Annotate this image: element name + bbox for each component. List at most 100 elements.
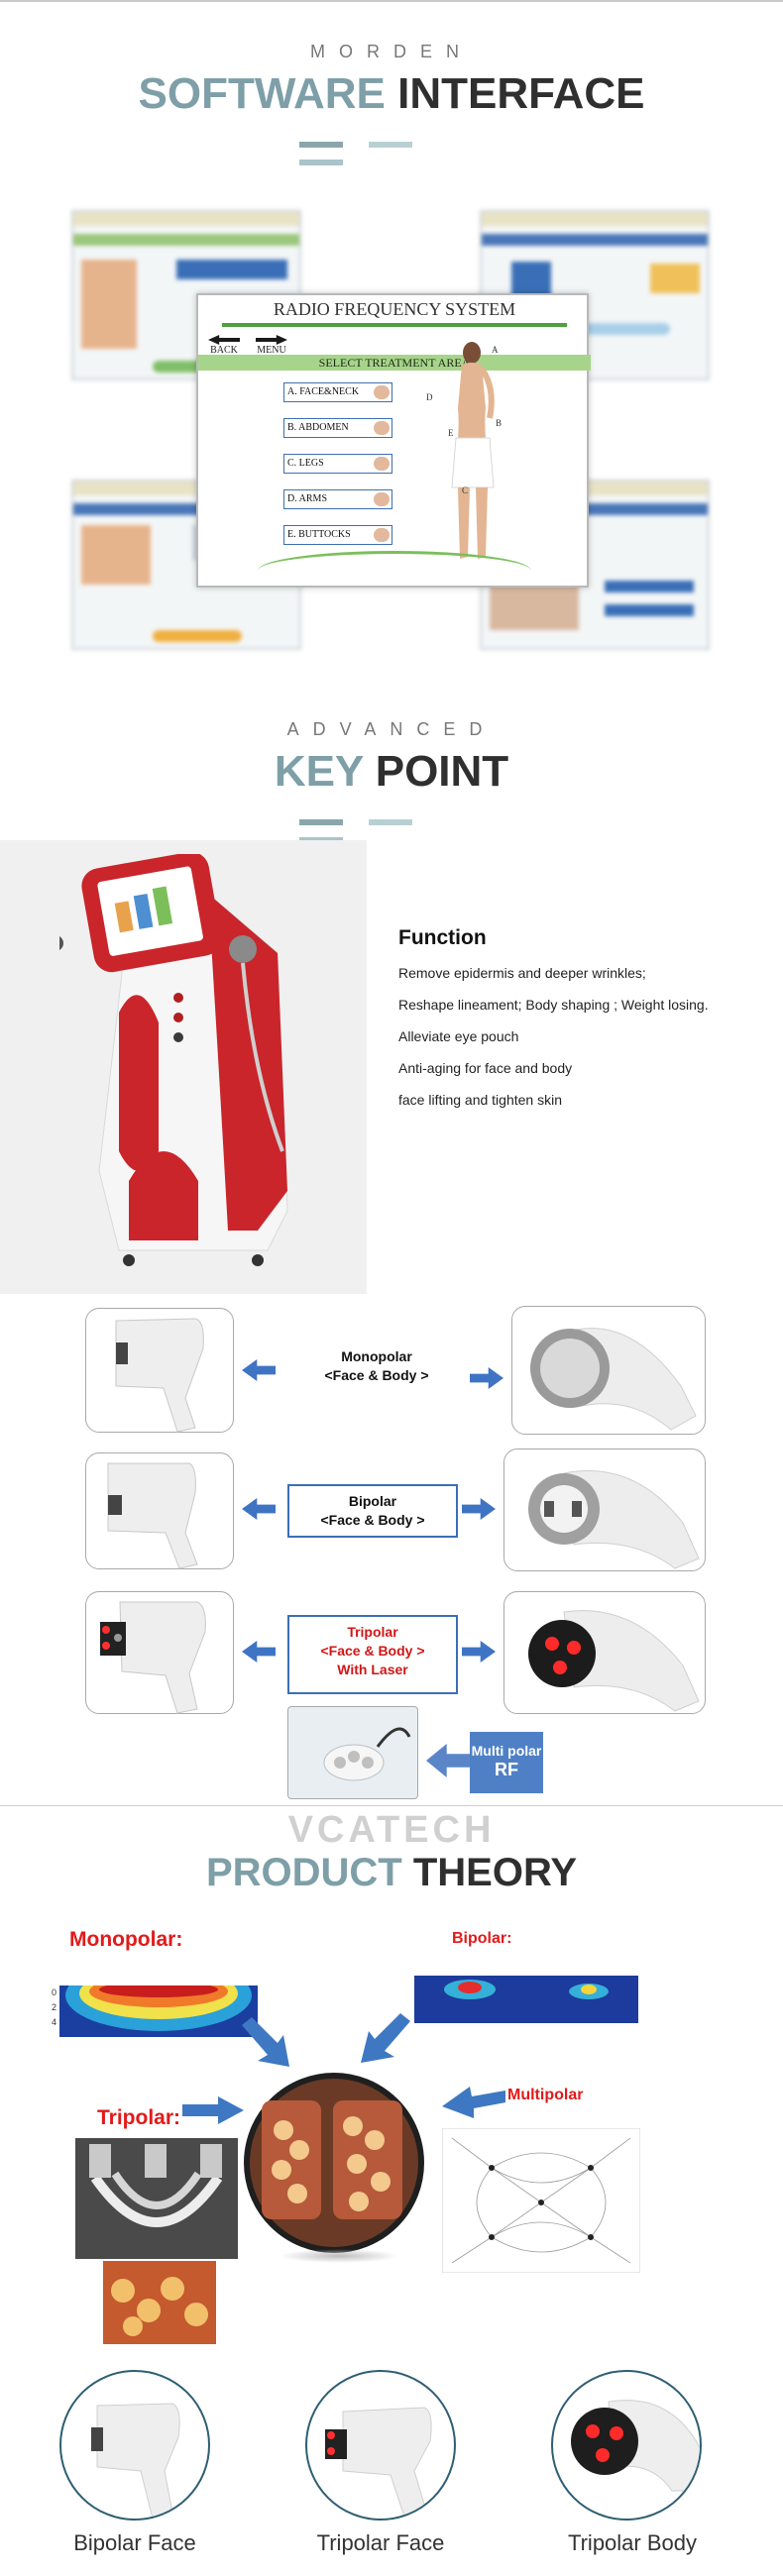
monopolar-head-image <box>530 1328 697 1431</box>
caption-tripolar-face: Tripolar Face <box>316 2530 445 2555</box>
monopolar-handle-image <box>115 1318 204 1433</box>
bipolar-head-image <box>528 1470 700 1569</box>
multipolar-label: Multi polar RF <box>470 1732 543 1793</box>
tripolar-head-image <box>528 1610 700 1712</box>
function-item: Anti-aging for face and body <box>398 1060 573 1076</box>
multipolar-handle-card <box>287 1706 418 1799</box>
tripolar-handle-card <box>85 1591 234 1714</box>
treatment-item-label: A. FACE&NECK <box>287 386 360 397</box>
select-treatment-area-bar: SELECT TREATMENT AREA <box>198 355 591 371</box>
keypoint-title-a: KEY <box>274 747 364 796</box>
treatment-item-label: D. ARMS <box>287 493 328 504</box>
section-divider <box>0 1805 783 1806</box>
arrow-right-icon <box>182 2096 244 2124</box>
arrow-right-icon <box>462 1641 496 1663</box>
treatment-item-label: C. LEGS <box>287 458 324 469</box>
face-thumbnail-icon <box>374 385 390 399</box>
bipolar-label: Bipolar <Face & Body > <box>287 1484 458 1538</box>
zone-marker-b[interactable]: B <box>496 418 503 428</box>
zone-marker-e[interactable]: E <box>448 428 454 438</box>
zone-marker-a[interactable]: A <box>492 345 499 355</box>
legs-thumbnail-icon <box>374 457 390 471</box>
treatment-item-label: E. BUTTOCKS <box>287 529 351 540</box>
tripolar-theory-label: Tripolar: <box>97 2106 181 2129</box>
bipolar-handle-image <box>107 1462 198 1569</box>
treatment-item-legs[interactable]: C. LEGS <box>283 454 392 474</box>
tripolar-line3: With Laser <box>337 1662 408 1677</box>
tripolar-line2: <Face & Body > <box>320 1643 425 1659</box>
tripolar-face-circle <box>305 2370 456 2521</box>
body-figure-image <box>451 342 495 559</box>
software-title-a: SOFTWARE <box>138 69 386 118</box>
function-item: Alleviate eye pouch <box>398 1028 519 1044</box>
heatmap-scale: 0 2 4 <box>52 1986 59 2031</box>
monopolar-heatmap-image <box>59 1986 258 2037</box>
scale-tick: 4 <box>52 2017 57 2027</box>
caption-tripolar-body: Tripolar Body <box>567 2530 697 2555</box>
zone-marker-d[interactable]: D <box>426 392 433 402</box>
monopolar-line1: Monopolar <box>341 1348 412 1364</box>
menu-button[interactable]: MENU <box>252 335 291 356</box>
tripolar-handle-image <box>100 1601 206 1714</box>
screen-decorative-arc <box>258 551 531 590</box>
menu-arrow-icon <box>256 335 287 345</box>
function-item: Reshape lineament; Body shaping ; Weight… <box>398 997 709 1013</box>
tripolar-face-handle-image <box>325 2407 432 2518</box>
multipolar-theory-label: Multipolar <box>507 2087 584 2103</box>
software-title-b: INTERFACE <box>397 69 645 118</box>
theory-heading: PRODUCT THEORY <box>0 1851 783 1895</box>
rf-screen-title: RADIO FREQUENCY SYSTEM <box>273 299 516 319</box>
top-divider <box>0 0 783 2</box>
zone-marker-c[interactable]: C <box>462 485 469 495</box>
multipolar-field-image <box>442 2128 640 2273</box>
monopolar-head-card <box>511 1306 706 1435</box>
function-item: face lifting and tighten skin <box>398 1092 562 1108</box>
tripolar-label: Tripolar <Face & Body > With Laser <box>287 1615 458 1694</box>
menu-label: MENU <box>257 345 286 356</box>
arrow-right-icon <box>462 1498 496 1520</box>
arrow-left-icon <box>242 1359 276 1381</box>
monopolar-line2: <Face & Body > <box>324 1367 429 1383</box>
keypoint-kicker: ADVANCED <box>286 719 497 739</box>
multipolar-line1: Multi polar <box>471 1743 542 1759</box>
theory-title-b: THEORY <box>412 1851 578 1894</box>
back-button[interactable]: BACK <box>204 335 244 356</box>
back-label: BACK <box>210 345 238 356</box>
caption-bipolar-face: Bipolar Face <box>73 2530 196 2555</box>
keypoint-title-b: POINT <box>375 747 509 796</box>
treatment-item-abdomen[interactable]: B. ABDOMEN <box>283 418 392 438</box>
tripolar-line1: Tripolar <box>347 1624 398 1640</box>
treatment-item-face-neck[interactable]: A. FACE&NECK <box>283 382 392 402</box>
tripolar-body-handle-image <box>571 2400 700 2492</box>
fat-cell-diagram-image <box>244 2073 424 2253</box>
tripolar-body-circle <box>551 2370 702 2521</box>
arrow-right-icon <box>470 1367 503 1389</box>
rf-title-underline <box>222 323 567 327</box>
software-title-bars <box>299 135 484 165</box>
scale-tick: 0 <box>52 1987 57 1997</box>
bipolar-theory-label: Bipolar: <box>452 1930 512 1947</box>
monopolar-theory-label: Monopolar: <box>69 1928 183 1951</box>
multipolar-line2: RF <box>495 1760 518 1779</box>
rf-machine-image <box>59 854 288 1266</box>
arrow-left-icon <box>442 2087 505 2118</box>
arrow-left-icon <box>426 1744 472 1777</box>
function-item: Remove epidermis and deeper wrinkles; <box>398 965 646 981</box>
theory-title-a: PRODUCT <box>205 1851 402 1894</box>
bipolar-line2: <Face & Body > <box>320 1512 425 1528</box>
bipolar-head-card <box>503 1449 706 1571</box>
treatment-item-arms[interactable]: D. ARMS <box>283 489 392 509</box>
back-arrow-icon <box>208 335 240 345</box>
treatment-item-buttocks[interactable]: E. BUTTOCKS <box>283 525 392 545</box>
bipolar-handle-card <box>85 1452 234 1569</box>
keypoint-title-bars <box>299 812 484 843</box>
arrow-down-right-icon <box>242 2017 289 2067</box>
tripolar-head-card <box>503 1591 706 1714</box>
buttocks-thumbnail-icon <box>374 528 390 542</box>
arms-thumbnail-icon <box>374 492 390 506</box>
tripolar-cells-image <box>103 2261 216 2344</box>
bipolar-heatmap-image <box>414 1976 638 2023</box>
scale-tick: 2 <box>52 2002 57 2012</box>
software-kicker: MORDEN <box>310 42 473 61</box>
bipolar-face-handle-image <box>91 2403 180 2519</box>
